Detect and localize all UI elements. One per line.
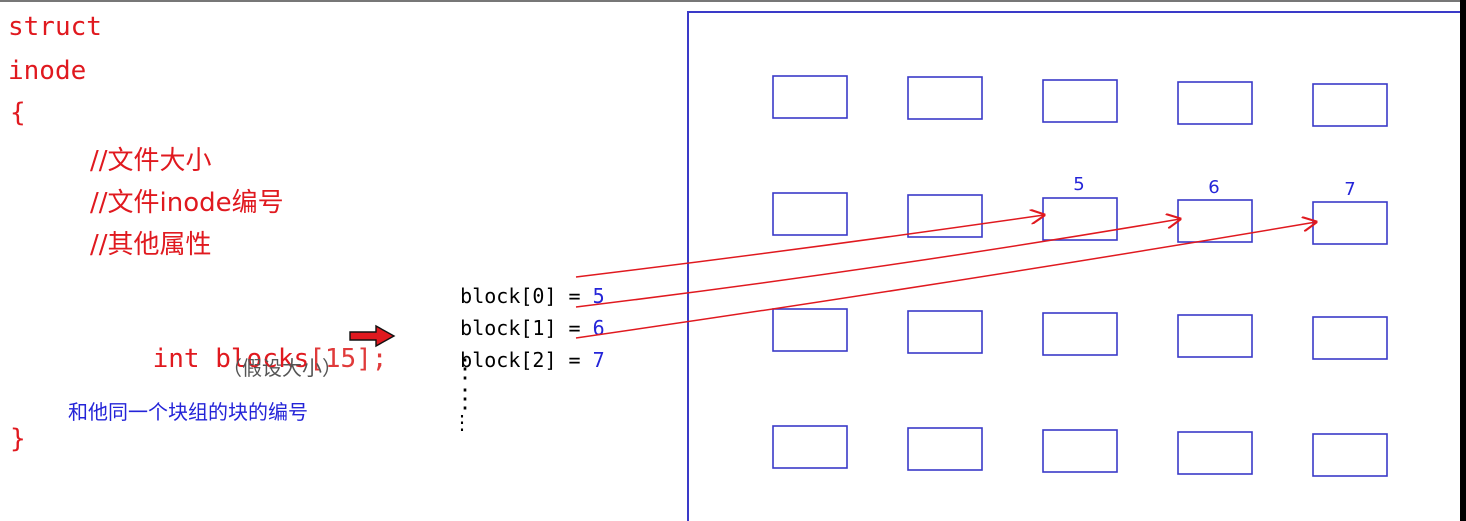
disk-block	[772, 192, 848, 236]
size-assumption-note: （假设大小）	[222, 356, 342, 380]
disk-block	[1312, 83, 1388, 127]
block-entry-value: 6	[592, 316, 605, 340]
comment-file-size: //文件大小	[90, 146, 212, 176]
mapping-arrow	[575, 215, 1044, 278]
vertical-ellipsis: ⋮	[452, 354, 478, 384]
comment-file-inode: //文件inode编号	[90, 188, 284, 218]
mapping-arrow	[575, 219, 1180, 308]
disk-block-panel	[687, 11, 1460, 521]
vertical-ellipsis: ⋮	[452, 384, 478, 414]
code-keyword-struct: struct	[8, 12, 102, 42]
disk-block	[1177, 199, 1253, 243]
block-entry-label: block[1] =	[460, 316, 593, 340]
block-number-label: 5	[1073, 174, 1084, 195]
block-number-labels: 5 6 7	[1073, 174, 1355, 200]
disk-block	[1312, 316, 1388, 360]
disk-block	[1312, 201, 1388, 245]
disk-block	[772, 425, 848, 469]
block-grid	[772, 75, 1388, 477]
disk-block	[1177, 431, 1253, 475]
block-entry: block[0] = 5	[412, 266, 605, 326]
disk-block	[907, 76, 983, 120]
disk-block	[1042, 79, 1118, 123]
comment-other-attrs: //其他属性	[90, 230, 212, 260]
disk-block	[1042, 429, 1118, 473]
pointer-arrow-icon	[349, 324, 396, 348]
code-open-brace: {	[10, 98, 26, 128]
block-entry-label: block[2] =	[460, 348, 593, 372]
block-number-label: 6	[1208, 177, 1219, 198]
disk-block	[1177, 81, 1253, 125]
disk-block	[772, 75, 848, 119]
block-entry: block[2] = 7	[412, 330, 605, 390]
mapping-arrow	[575, 222, 1316, 339]
same-group-block-note: 和他同一个块组的块的编号	[68, 400, 308, 424]
disk-block	[1042, 197, 1118, 241]
block-number-label: 7	[1344, 179, 1355, 200]
disk-block	[1177, 314, 1253, 358]
block-entry-value: 7	[592, 348, 605, 372]
code-blocks-name: int blocks	[152, 344, 310, 374]
code-type-inode: inode	[8, 56, 87, 86]
disk-block	[1312, 433, 1388, 477]
disk-block	[907, 427, 983, 471]
disk-block	[907, 194, 983, 238]
disk-block	[772, 308, 848, 352]
block-entry-label: block[0] =	[460, 284, 593, 308]
code-close-brace: }	[10, 424, 26, 454]
block-entry: block[1] = 6	[412, 298, 605, 358]
disk-block	[1042, 312, 1118, 356]
disk-block	[907, 310, 983, 354]
block-entry-value: 5	[592, 284, 605, 308]
code-blocks-size: [15];	[309, 344, 388, 374]
vertical-ellipsis: ⋮	[452, 410, 472, 434]
code-blocks-declaration: int blocks[15];	[90, 320, 388, 398]
